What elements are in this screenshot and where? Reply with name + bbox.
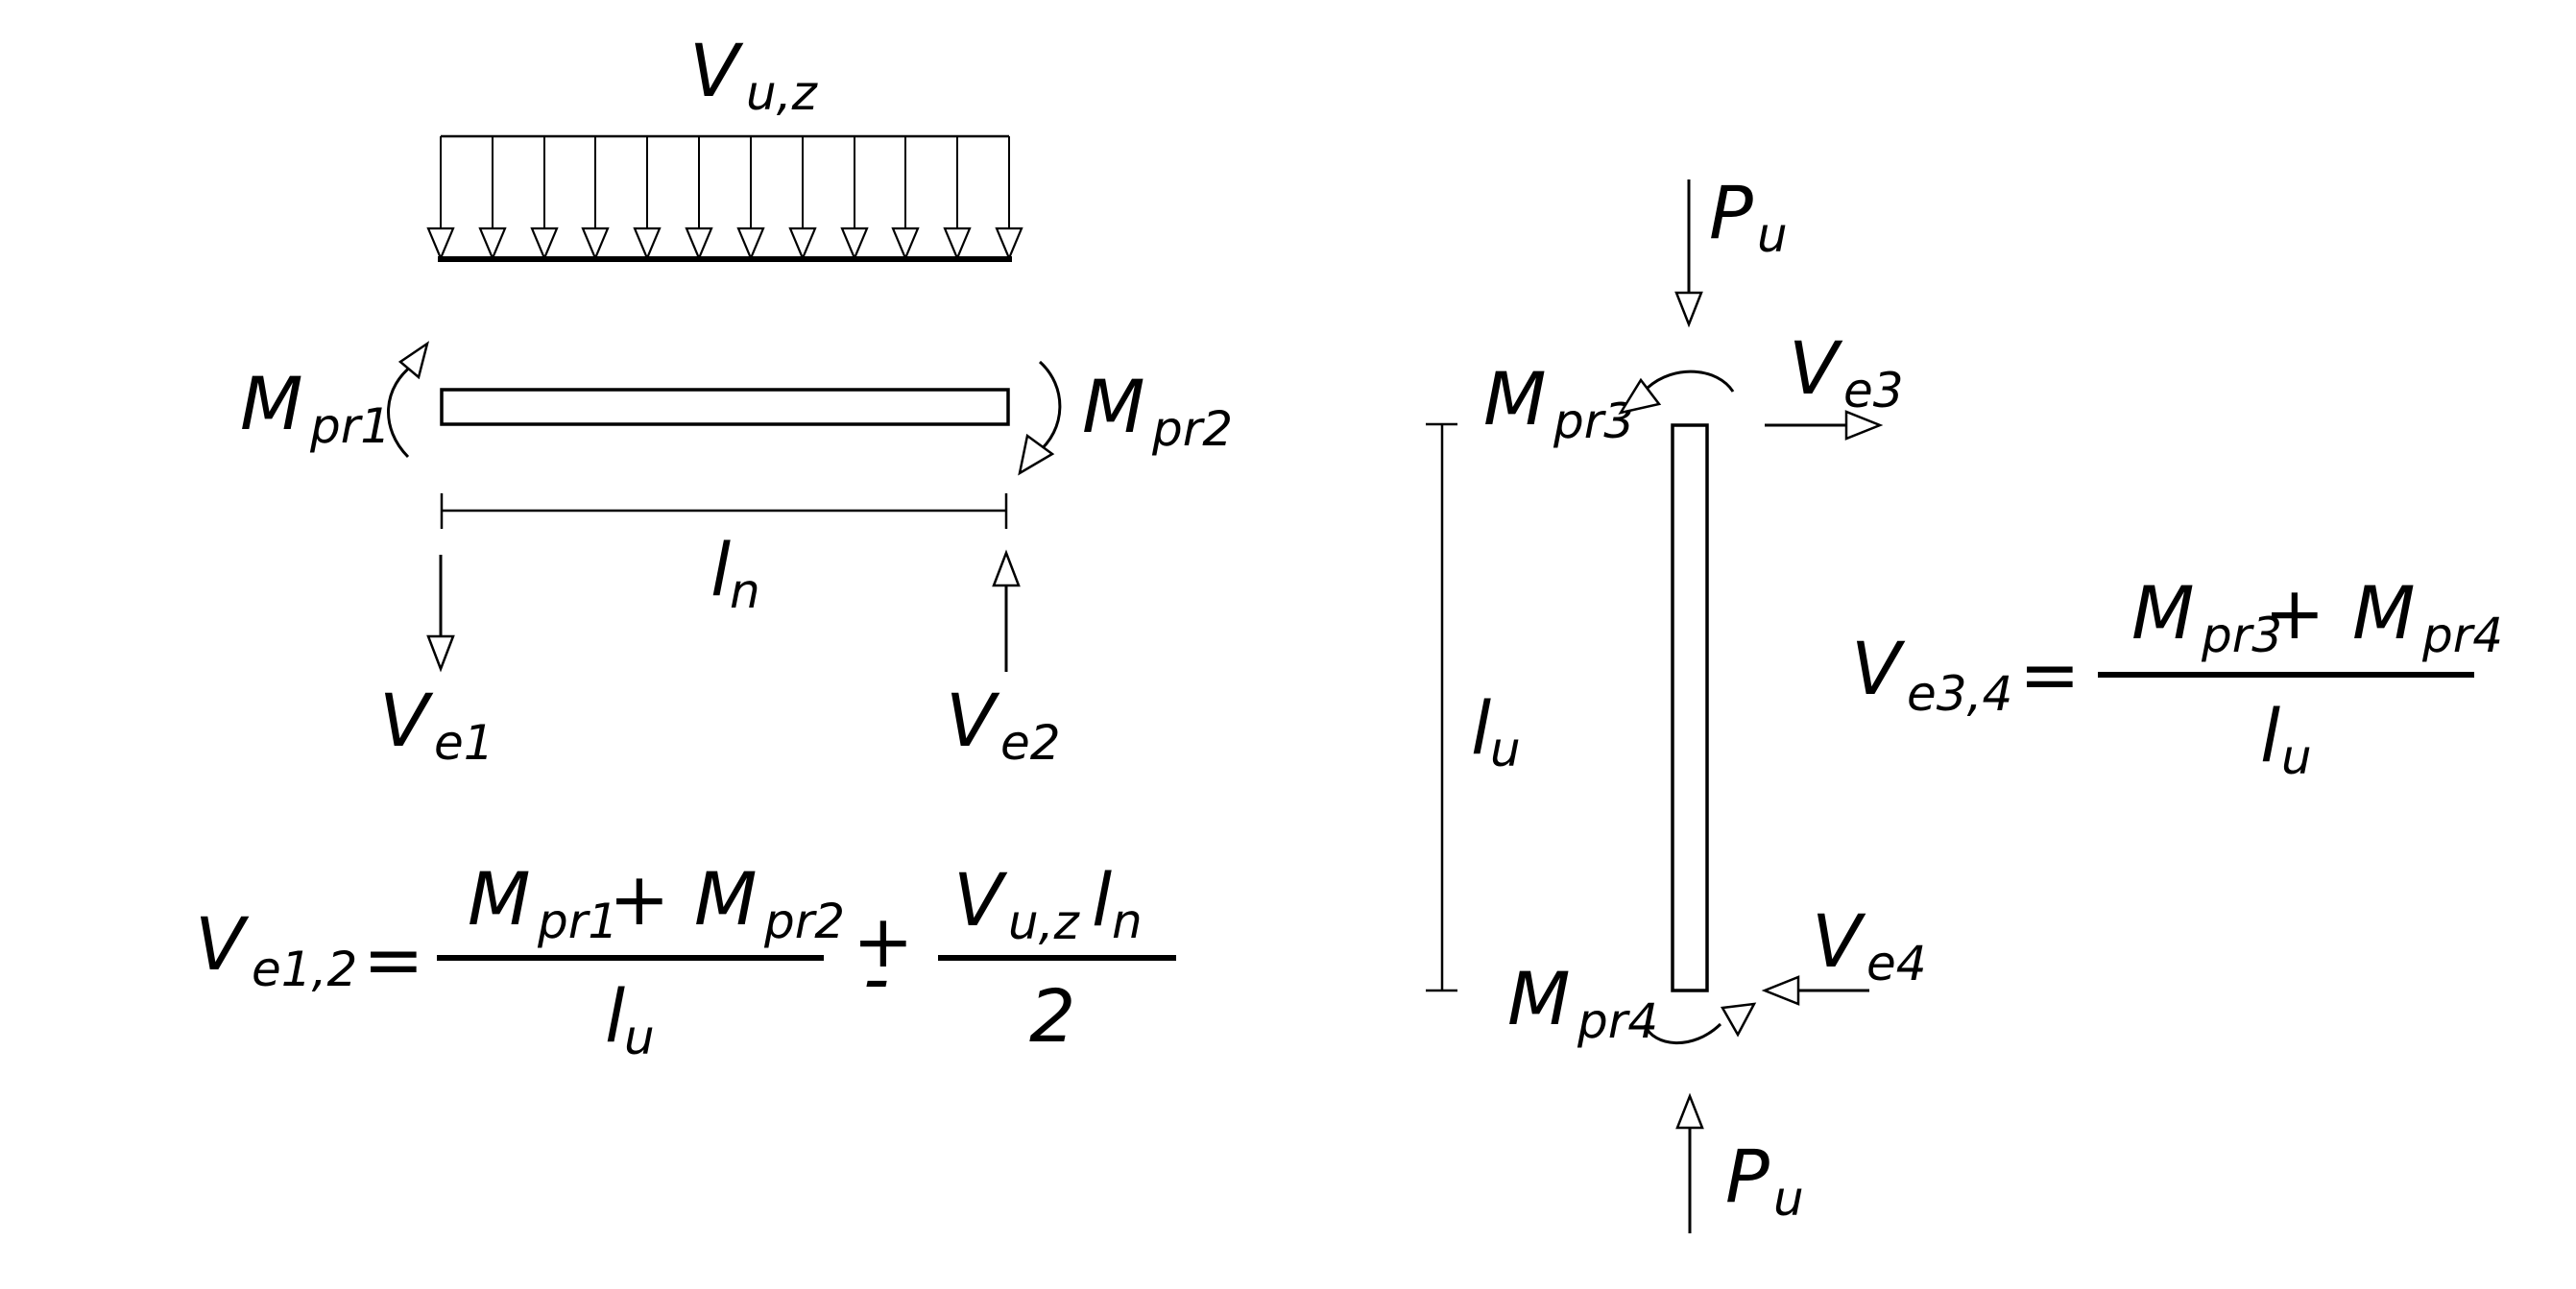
column-shear-equation: V e3,4 = M pr3 + M pr4 l u [1851, 570, 2503, 785]
eq1-num-m2-sub: pr2 [763, 894, 845, 949]
load-arrow-heads [426, 227, 1023, 261]
eq1-lhs-sub: e1,2 [252, 942, 357, 997]
lu-label-base: l [1471, 685, 1491, 771]
beam-shear-equation: V e1,2 = M pr1 + M pr2 l u + - V u,z l n… [195, 856, 1176, 1065]
lu-label-sub: u [1490, 722, 1521, 777]
column-height-dimension: l u [1426, 422, 1521, 992]
moment-mpr3: M pr3 [1483, 356, 1735, 449]
load-label-base: V [689, 28, 744, 113]
span-label-base: l [710, 527, 731, 612]
lu-dimension-line [1426, 422, 1457, 992]
mpr4-label-sub: pr4 [1577, 993, 1658, 1049]
eq1-num2-v-sub: u,z [1008, 895, 1081, 950]
mpr2-moment-arc [1035, 360, 1062, 456]
eq1-num-m2-base: M [694, 856, 758, 942]
mpr4-moment-arc [1643, 1022, 1722, 1045]
pu-bottom-label-sub: u [1773, 1171, 1804, 1227]
eq1-plusminus-minus: - [863, 936, 889, 1021]
ve1-label-sub: e1 [434, 715, 494, 771]
eq1-num2-v-base: V [953, 857, 1008, 943]
eq1-lhs-base: V [195, 901, 250, 987]
shear-ve2: V e2 [946, 549, 1061, 771]
mpr4-arrowhead-icon [1720, 1002, 1757, 1038]
distributed-load-arrows [426, 134, 1023, 262]
eq1-den-base: l [605, 973, 625, 1059]
ve3-arrowhead-icon [1844, 410, 1884, 441]
eq1-num-m1-sub: pr1 [537, 894, 618, 949]
load-label-sub: u,z [746, 65, 819, 121]
eq2-den-sub: u [2281, 729, 2312, 785]
mpr1-label-sub: pr1 [309, 398, 391, 454]
ve2-label-sub: e2 [1000, 715, 1061, 771]
mpr1-label-base: M [240, 361, 303, 446]
mpr1-arrowhead-icon [397, 341, 430, 380]
ve3-label-base: V [1789, 325, 1843, 411]
eq1-equals: = [363, 917, 424, 1002]
mpr2-label-sub: pr2 [1151, 401, 1233, 457]
shear-ve1: V e1 [379, 555, 494, 771]
eq1-plusminus-plus: + [853, 898, 914, 984]
span-label-sub: n [730, 563, 760, 619]
span-dimension: l n [440, 493, 1008, 619]
eq2-num-m1-base: M [2131, 570, 2195, 656]
eq1-fraction-bar [437, 955, 824, 961]
eq1-fraction2-bar [938, 955, 1176, 961]
ve2-arrowhead-icon [992, 549, 1021, 587]
eq2-num-m2-sub: pr4 [2421, 608, 2503, 663]
eq1-num-m1-base: M [468, 856, 531, 942]
moment-mpr1: M pr1 [240, 341, 430, 459]
pu-bottom-arrowhead-icon [1675, 1092, 1704, 1130]
eq2-den-base: l [2260, 693, 2280, 778]
eq1-num2-l-sub: n [1112, 894, 1143, 949]
pu-top-label-sub: u [1757, 207, 1788, 263]
shear-ve3: V e3 [1765, 325, 1904, 441]
mpr3-label-base: M [1483, 356, 1547, 442]
mpr3-label-sub: pr3 [1553, 394, 1634, 449]
eq1-num-plus: + [609, 856, 670, 942]
eq2-lhs-sub: e3,4 [1907, 666, 2012, 722]
span-dimension-line [440, 493, 1008, 529]
eq2-fraction-bar [2098, 672, 2474, 678]
mpr1-moment-arc [387, 361, 417, 459]
eq2-lhs-base: V [1851, 626, 1906, 711]
pu-bottom-label-base: P [1725, 1134, 1769, 1219]
load-arrow-stems [440, 136, 1010, 228]
mpr2-label-base: M [1082, 364, 1145, 449]
ve3-label-sub: e3 [1843, 363, 1904, 418]
beam-member [440, 388, 1010, 426]
ve4-arrowhead-icon [1761, 975, 1800, 1006]
pu-top-arrowhead-icon [1674, 291, 1703, 328]
distributed-load-label: V u,z [689, 28, 819, 121]
axial-pu-top: P u [1674, 170, 1788, 328]
mpr3-moment-arc [1647, 370, 1735, 393]
axial-pu-bottom: P u [1675, 1092, 1804, 1233]
beam-diagram: V u,z M pr1 M pr2 l [240, 28, 1233, 771]
pu-top-label-base: P [1709, 170, 1753, 255]
mpr2-arrowhead-icon [1018, 433, 1055, 476]
moment-mpr4: M pr4 [1507, 956, 1757, 1049]
column-member [1671, 423, 1709, 992]
eq2-num-m1-sub: pr3 [2201, 608, 2282, 663]
moment-mpr2: M pr2 [1018, 360, 1233, 476]
mpr3-arrowhead-icon [1618, 377, 1662, 415]
ve1-label-base: V [379, 678, 434, 763]
eq1-den-sub: u [624, 1010, 655, 1065]
eq2-num-m2-base: M [2352, 570, 2416, 656]
ve2-label-base: V [946, 678, 1000, 763]
ve1-arrowhead-icon [426, 634, 455, 673]
eq1-den2: 2 [1029, 973, 1075, 1059]
eq1-num2-l-base: l [1092, 857, 1112, 943]
eq2-equals: = [2019, 632, 2081, 717]
shear-ve4: V e4 [1761, 898, 1927, 1006]
eq2-num-plus: + [2264, 570, 2325, 656]
mpr4-label-base: M [1507, 956, 1571, 1041]
column-diagram: P u M pr3 V e3 l u M pr4 [1426, 170, 1927, 1233]
ve4-label-sub: e4 [1866, 936, 1927, 991]
ve4-label-base: V [1812, 898, 1866, 984]
